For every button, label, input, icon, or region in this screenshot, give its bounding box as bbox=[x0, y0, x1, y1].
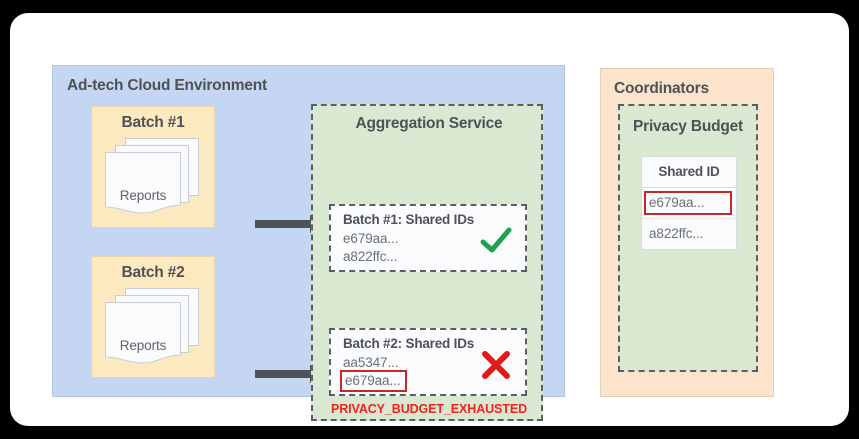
aggregation-service-panel: Aggregation Service Batch #1: Shared IDs… bbox=[311, 104, 543, 421]
diagram-card: Ad-tech Cloud Environment Batch #1 Repor… bbox=[10, 13, 849, 426]
aggregation-batch-2-id-1: aa5347... bbox=[343, 355, 399, 370]
aggregation-batch-2-id-2-highlighted: e679aa... bbox=[340, 370, 408, 392]
adtech-panel-title: Ad-tech Cloud Environment bbox=[67, 77, 267, 94]
adtech-cloud-environment-panel: Ad-tech Cloud Environment Batch #1 Repor… bbox=[52, 65, 565, 421]
shared-id-table-header: Shared ID bbox=[642, 157, 736, 188]
cross-icon bbox=[479, 348, 513, 382]
aggregation-batch-2-card-title: Batch #2: Shared IDs bbox=[343, 336, 475, 351]
shared-id-highlight-box bbox=[644, 191, 732, 215]
aggregation-service-title: Aggregation Service bbox=[355, 115, 503, 132]
report-sheet-front: Reports bbox=[105, 152, 181, 214]
aggregation-batch-1-id-2: a822ffc... bbox=[343, 249, 398, 264]
shared-id-table: Shared ID e679aa... a822ffc... bbox=[641, 156, 737, 250]
aggregation-batch-1-card-title: Batch #1: Shared IDs bbox=[343, 212, 475, 227]
privacy-budget-panel: Privacy Budget Shared ID e679aa... a822f… bbox=[618, 104, 758, 372]
reports-label: Reports bbox=[119, 338, 167, 353]
table-row: e679aa... bbox=[642, 188, 736, 219]
batch-1-reports-stack: Reports bbox=[105, 138, 201, 216]
batch-2-title: Batch #2 bbox=[121, 264, 185, 281]
shared-id-value: a822ffc... bbox=[649, 226, 704, 241]
batch-1-title: Batch #1 bbox=[121, 114, 185, 131]
aggregation-batch-1-id-1: e679aa... bbox=[343, 231, 399, 246]
privacy-budget-title: Privacy Budget bbox=[632, 118, 744, 135]
table-row: a822ffc... bbox=[642, 219, 736, 249]
check-icon bbox=[479, 224, 513, 258]
report-sheet-front: Reports bbox=[105, 302, 181, 364]
privacy-budget-error-message: PRIVACY_BUDGET_EXHAUSTED bbox=[330, 402, 527, 416]
coordinators-panel: Coordinators Privacy Budget Shared ID e6… bbox=[600, 68, 774, 397]
coordinators-panel-title: Coordinators bbox=[614, 80, 709, 97]
aggregation-batch-2-card: Batch #2: Shared IDs aa5347... e679aa... bbox=[329, 328, 527, 396]
reports-label: Reports bbox=[119, 188, 167, 203]
batch-2-reports-stack: Reports bbox=[105, 288, 201, 366]
batch-1-box: Batch #1 Reports bbox=[91, 106, 215, 228]
aggregation-batch-1-card: Batch #1: Shared IDs e679aa... a822ffc..… bbox=[329, 204, 527, 272]
shared-id-value: e679aa... bbox=[649, 195, 705, 210]
batch-2-box: Batch #2 Reports bbox=[91, 256, 215, 378]
